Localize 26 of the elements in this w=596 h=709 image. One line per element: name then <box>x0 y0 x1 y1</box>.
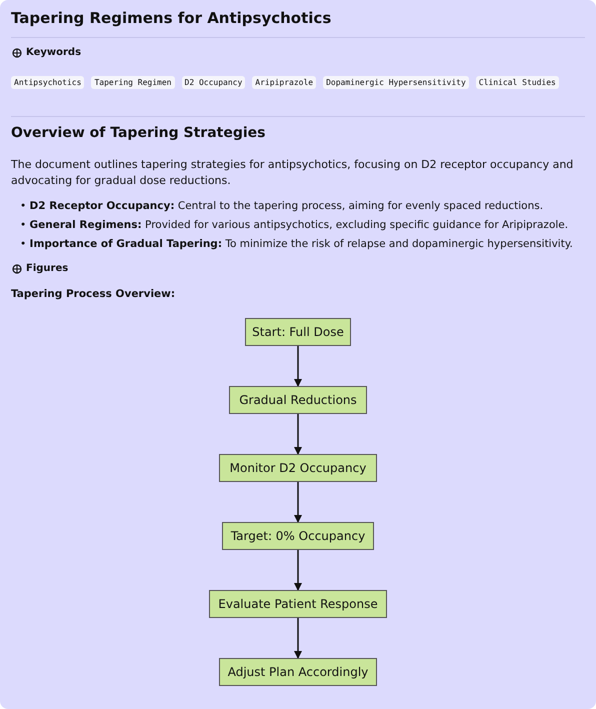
paragraph: The document outlines tapering strategies for antipsychotics, focusing on D2 receptor occupancy and advocating for gradual dose reductions. <box>11 157 574 189</box>
keyword-tag: Aripiprazole <box>252 76 316 89</box>
process-box: Target: 0% Occupancy <box>222 522 374 550</box>
process-box: Monitor D2 Occupancy <box>219 454 377 482</box>
keyword-tag: Dopaminergic Hypersensitivity <box>323 76 469 89</box>
bullet-item: • General Regimens: Provided for various antipsychotics, excluding specific guidance for Aripiprazole. <box>20 218 570 233</box>
bullet-item: • D2 Receptor Occupancy: Central to the tapering process, aiming for evenly spaced reductions. <box>20 199 544 214</box>
process-box: Adjust Plan Accordingly <box>219 658 377 686</box>
arrow <box>294 482 302 523</box>
bullet-item: • Importance of Gradual Tapering: To minimize the risk of relapse and dopaminergic hypersensitivity. <box>20 237 573 252</box>
section-heading: Overview of Tapering Strategies <box>11 125 266 141</box>
keyword-tag: D2 Occupancy <box>182 76 246 89</box>
page-title: Tapering Regimens for Antipsychotics <box>11 9 332 27</box>
arrow <box>294 618 302 659</box>
figure-title: Tapering Process Overview: <box>11 288 176 300</box>
section-label: Figures <box>26 263 68 274</box>
keyword-tag: Clinical Studies <box>476 76 559 89</box>
keyword-tag: Tapering Regimen <box>91 76 174 89</box>
process-box: Gradual Reductions <box>229 386 367 414</box>
process-box: Evaluate Patient Response <box>209 590 387 618</box>
arrow <box>294 414 302 455</box>
arrow <box>294 550 302 591</box>
arrow <box>294 346 302 387</box>
section-label: Keywords <box>26 47 82 58</box>
process-box: Start: Full Dose <box>245 318 351 346</box>
keyword-tag: Antipsychotics <box>11 76 84 89</box>
